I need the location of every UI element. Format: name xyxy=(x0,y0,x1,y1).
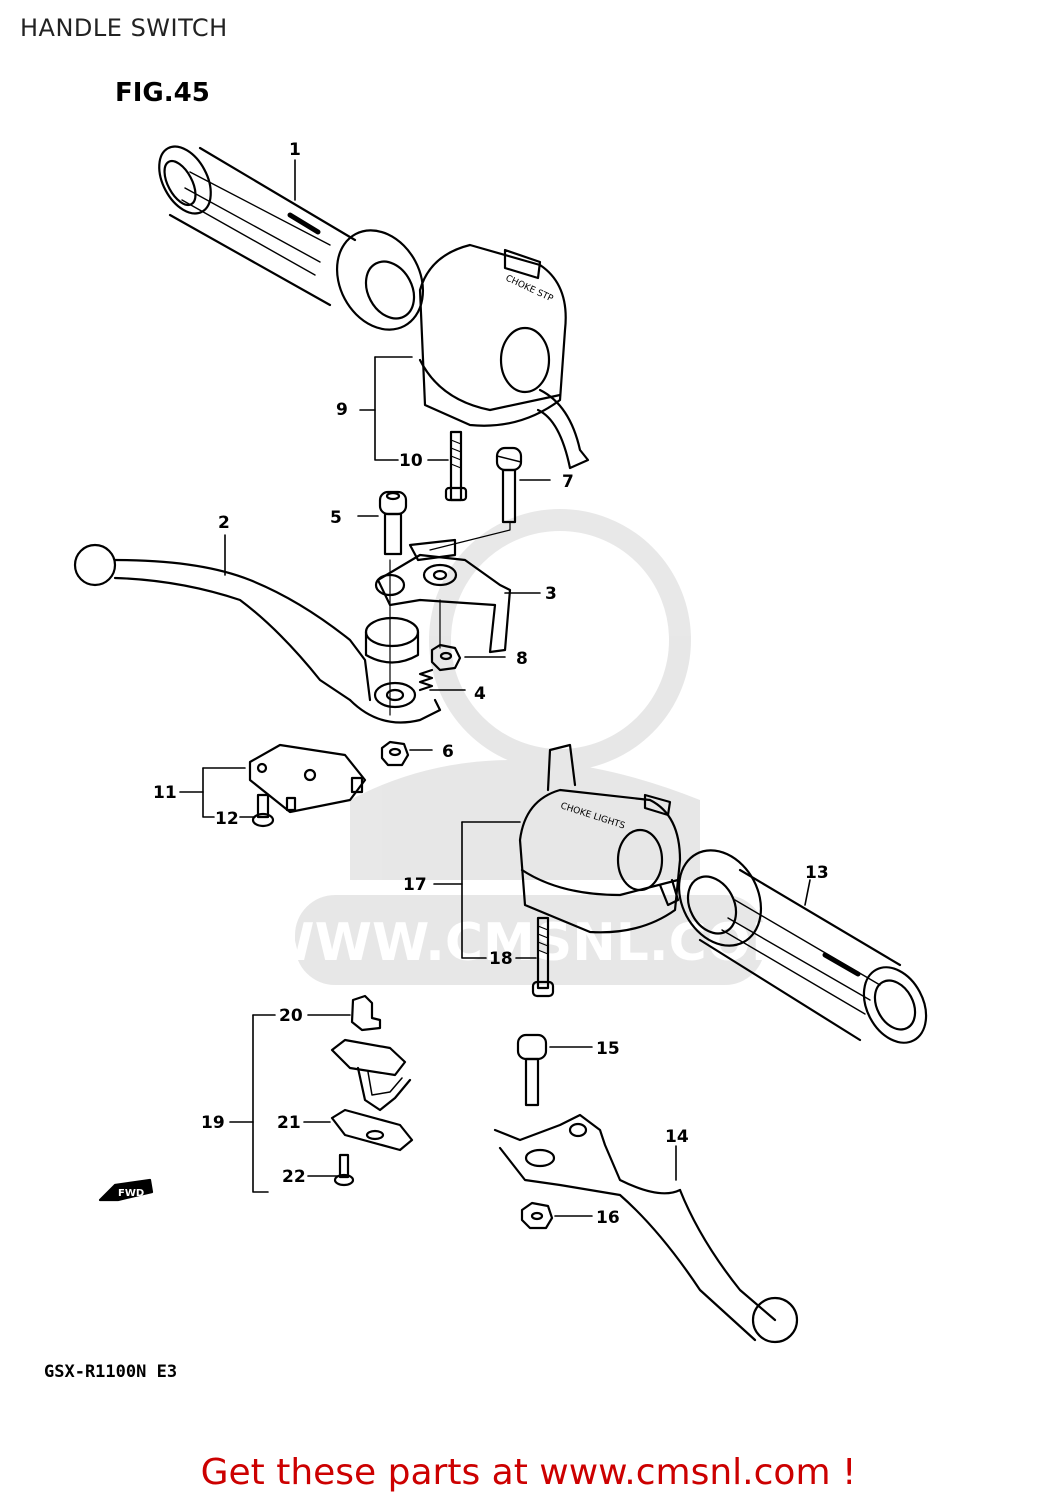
watermark: WWW.CMSNL.COM xyxy=(257,509,803,985)
screw-18 xyxy=(531,916,555,998)
bracket-3 xyxy=(374,538,512,654)
callout-15: 15 xyxy=(596,1039,620,1059)
watermark-text: WWW.CMSNL.COM xyxy=(257,913,802,973)
screw-7 xyxy=(495,446,523,524)
callout-2: 2 xyxy=(218,513,230,533)
left-grip xyxy=(158,145,425,331)
connector-20 xyxy=(350,994,382,1032)
callout-17: 17 xyxy=(403,875,427,895)
callout-9: 9 xyxy=(336,400,348,420)
callout-12: 12 xyxy=(215,809,239,829)
nut-16 xyxy=(520,1201,554,1230)
plunger-piece xyxy=(364,616,420,664)
page-title: HANDLE SWITCH xyxy=(20,14,228,42)
callout-1: 1 xyxy=(289,140,301,160)
right-grip xyxy=(677,849,928,1044)
screw-12 xyxy=(251,793,275,828)
callout-14: 14 xyxy=(665,1127,689,1147)
callout-5: 5 xyxy=(330,508,342,528)
brake-lever-14 xyxy=(493,1113,799,1344)
spring-4 xyxy=(418,668,434,692)
callout-16: 16 xyxy=(596,1208,620,1228)
cta-link-text[interactable]: Get these parts at www.cmsnl.com ! xyxy=(200,1452,857,1493)
switch-plate-21 xyxy=(330,1108,414,1152)
nut-6 xyxy=(380,740,410,767)
callout-10: 10 xyxy=(399,451,423,471)
pivot-bolt-15 xyxy=(516,1033,548,1107)
callout-7: 7 xyxy=(562,472,574,492)
screw-22 xyxy=(333,1153,355,1187)
brake-switch-piece xyxy=(330,1038,412,1112)
callout-22: 22 xyxy=(282,1167,306,1187)
model-label: GSX-R1100N E3 xyxy=(44,1362,178,1382)
callout-11: 11 xyxy=(153,783,177,803)
left-switch-text: CHOKE STP xyxy=(504,274,555,305)
callout-numbers: 1 2 3 4 5 6 7 8 9 10 11 12 13 14 15 16 1… xyxy=(153,140,829,1228)
left-switch-housing: CHOKE STP xyxy=(418,243,590,470)
callout-4: 4 xyxy=(474,684,486,704)
figure-label: FIG.45 xyxy=(115,78,210,108)
nut-8 xyxy=(430,643,462,672)
callout-8: 8 xyxy=(516,649,528,669)
callout-18: 18 xyxy=(489,949,513,969)
leader-lines xyxy=(179,159,811,1217)
fwd-text: FWD xyxy=(118,1188,144,1199)
callout-21: 21 xyxy=(277,1113,301,1133)
callout-6: 6 xyxy=(442,742,454,762)
clutch-lever-2 xyxy=(73,543,442,724)
pivot-bolt-5 xyxy=(378,490,408,556)
exploded-parts-diagram: WWW.CMSNL.COM CHOKE STP xyxy=(73,140,928,1344)
callout-20: 20 xyxy=(279,1006,303,1026)
callout-13: 13 xyxy=(805,863,829,883)
clutch-switch-11 xyxy=(248,743,367,814)
callout-3: 3 xyxy=(545,584,557,604)
callout-19: 19 xyxy=(201,1113,225,1133)
screw-10 xyxy=(444,430,468,502)
forward-arrow-icon: FWD xyxy=(98,1178,154,1202)
